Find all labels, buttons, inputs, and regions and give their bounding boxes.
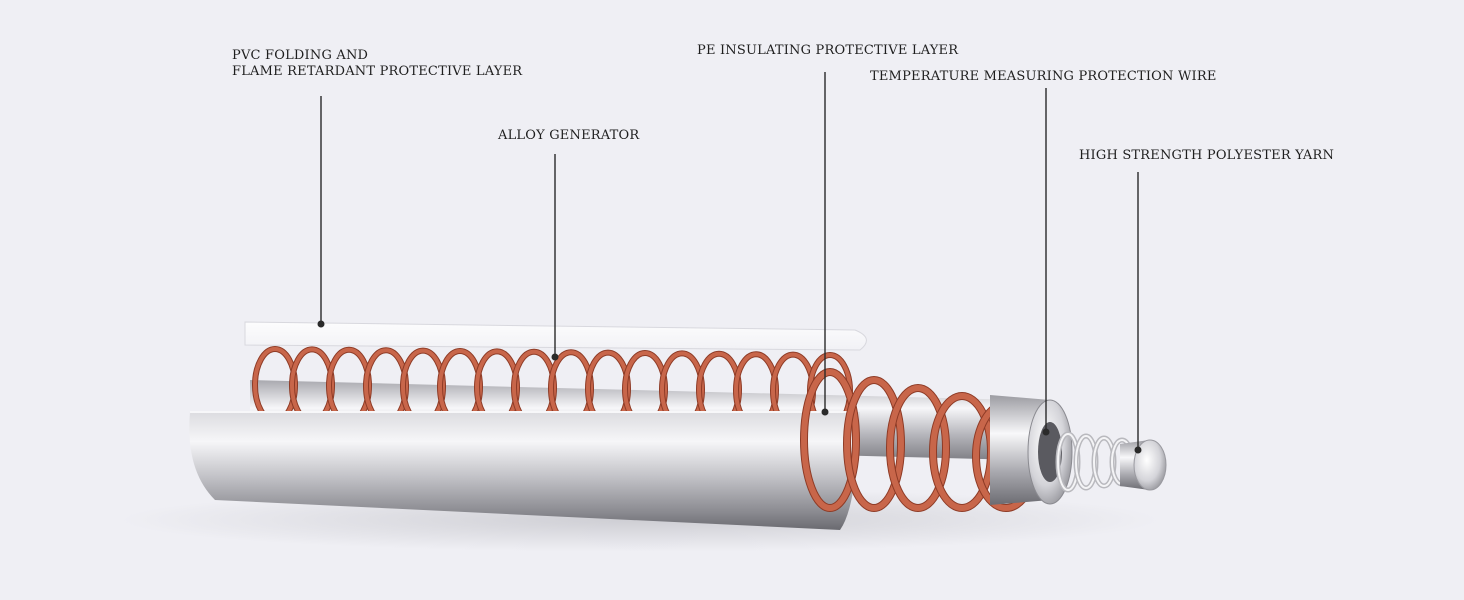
leader-dot-pvc	[317, 320, 325, 328]
label-temperature-wire: TEMPERATURE MEASURING PROTECTION WIRE	[870, 69, 1217, 84]
pvc-sleeve-glass	[244, 321, 867, 351]
leader-dot-alloy	[551, 353, 559, 361]
pvc-trough	[189, 412, 858, 530]
coil-front-1	[844, 377, 904, 511]
label-pe-layer: PE INSULATING PROTECTIVE LAYER	[697, 43, 959, 58]
label-pvc-line2: FLAME RETARDANT PROTECTIVE LAYER	[232, 64, 523, 79]
label-pvc-line1: PVC FOLDING AND	[232, 48, 369, 63]
coil-front-0	[801, 369, 859, 511]
leader-dot-pe	[821, 408, 829, 416]
polyester-yarn-end	[1133, 439, 1167, 491]
label-pvc-layer: PVC FOLDING AND FLAME RETARDANT PROTECTI…	[232, 48, 522, 80]
leader-dot-yarn	[1134, 446, 1142, 454]
label-polyester-yarn: HIGH STRENGTH POLYESTER YARN	[1079, 148, 1335, 163]
leader-dot-temp	[1042, 428, 1050, 436]
label-alloy-generator: ALLOY GENERATOR	[498, 128, 640, 143]
coil-front-2	[887, 385, 949, 511]
